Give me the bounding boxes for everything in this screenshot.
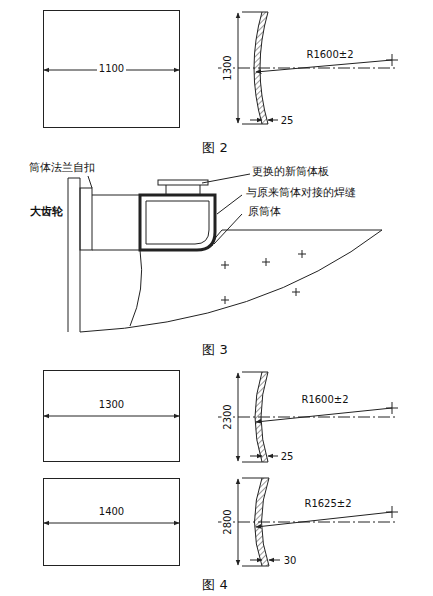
dimension-text: 2800 xyxy=(222,508,233,535)
dimension-text: 1300 xyxy=(44,399,179,410)
extension-line xyxy=(242,566,262,567)
dimension-text: 1400 xyxy=(44,506,179,517)
original-shell-edge xyxy=(130,250,142,326)
leader-line xyxy=(202,174,250,183)
dimension-text: 1300 xyxy=(222,54,233,81)
width-dimension xyxy=(44,523,179,524)
dimension-text: R1625±2 xyxy=(303,498,352,509)
extension-line xyxy=(242,372,262,373)
part-label: 大齿轮 xyxy=(29,206,64,218)
dimension-text: 30 xyxy=(283,555,298,566)
lifting-bar xyxy=(158,180,208,185)
original-shell xyxy=(80,230,382,332)
part-label: 原筒体 xyxy=(247,206,282,218)
figure-2-drawing xyxy=(44,12,398,124)
figure-caption: 图 2 xyxy=(201,141,228,155)
figure-3-drawing xyxy=(68,174,382,332)
dimension-text: 1100 xyxy=(44,63,179,74)
dimension-text: 25 xyxy=(280,115,295,126)
part-label: 更换的新筒体板 xyxy=(251,166,330,178)
thickness-arrow xyxy=(250,120,262,121)
center-cross xyxy=(386,402,398,414)
plate-blank: 1100 xyxy=(43,10,180,128)
plate-blank: 1300 xyxy=(43,370,180,462)
flange-line xyxy=(92,250,140,251)
width-dimension xyxy=(44,416,179,417)
flange-line xyxy=(92,195,140,196)
extension-line xyxy=(242,12,262,13)
plus-marks xyxy=(221,250,306,304)
thickness-arrow xyxy=(268,120,278,121)
dimension-text: R1600±2 xyxy=(300,394,349,405)
extension-line xyxy=(242,124,262,125)
figure-caption: 图 3 xyxy=(201,343,228,357)
new-shell-plate xyxy=(140,195,215,250)
thickness-arrow xyxy=(250,456,262,457)
thickness-arrow xyxy=(269,560,280,561)
dimension-text: 25 xyxy=(280,451,295,462)
figure-caption: 图 4 xyxy=(201,578,228,592)
extension-line xyxy=(242,462,262,463)
figure-4-drawing xyxy=(44,372,398,566)
thickness-arrow xyxy=(268,456,278,457)
gear-edge xyxy=(68,178,69,332)
extension-line xyxy=(242,478,262,479)
dimension-text: R1600±2 xyxy=(305,49,354,60)
leader-line xyxy=(88,176,92,188)
radius-leader xyxy=(256,512,392,527)
leader-line xyxy=(214,214,242,244)
part-label: 筒体法兰自扣 xyxy=(28,162,96,174)
new-shell-plate-inner xyxy=(146,201,209,244)
thickness-arrow xyxy=(250,560,262,561)
dimension-text: 2300 xyxy=(222,403,233,430)
center-cross xyxy=(386,54,398,66)
radius-leader xyxy=(256,60,392,72)
plate-blank: 1400 xyxy=(43,478,180,566)
center-cross xyxy=(386,506,398,518)
radius-leader xyxy=(256,408,392,422)
gear-edge xyxy=(68,178,80,179)
part-label: 与原来筒体对接的焊缝 xyxy=(245,187,357,199)
leader-line xyxy=(217,195,242,214)
shell-flange xyxy=(80,188,92,250)
